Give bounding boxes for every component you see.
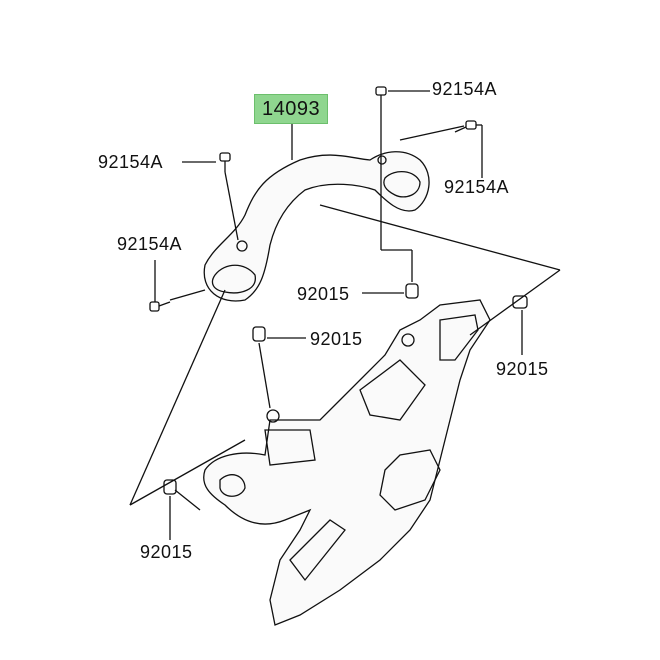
part-label-92015-right[interactable]: 92015	[496, 359, 549, 379]
guard-part-14093	[203, 151, 430, 302]
part-label-92154a-left-upper[interactable]: 92154A	[98, 152, 164, 172]
part-label-92015-center-right[interactable]: 92015	[297, 284, 350, 304]
bolt-icons	[149, 86, 477, 312]
collar-icons	[163, 283, 528, 495]
part-label-92015-bottom-left[interactable]: 92015	[140, 542, 193, 562]
part-label-14093[interactable]: 14093	[254, 94, 329, 124]
part-label-92015-center-left[interactable]: 92015	[310, 329, 363, 349]
bracket-frame	[203, 299, 491, 626]
part-label-92154a-left-lower[interactable]: 92154A	[117, 234, 183, 254]
part-label-92154a-top[interactable]: 92154A	[432, 79, 498, 99]
part-label-92154a-right[interactable]: 92154A	[444, 177, 510, 197]
